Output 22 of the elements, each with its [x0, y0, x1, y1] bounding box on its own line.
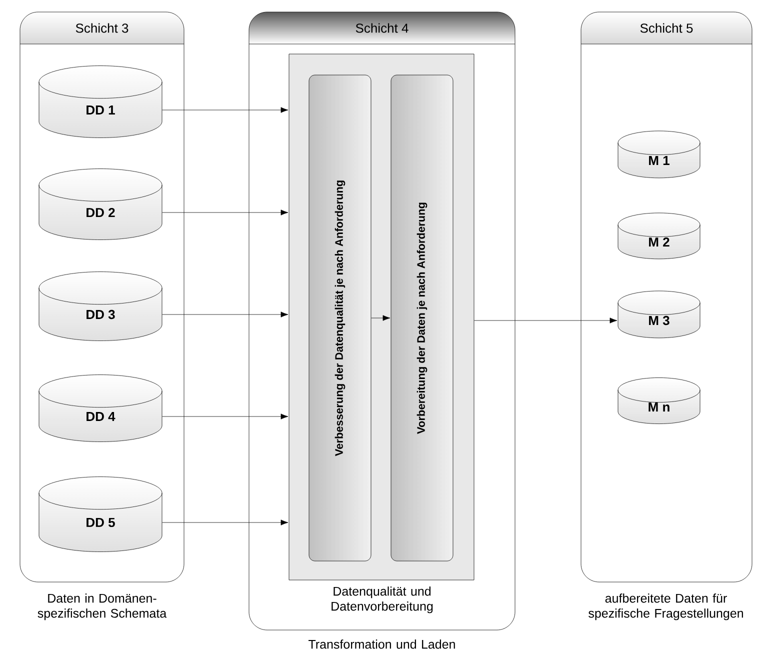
arrow: [474, 318, 618, 324]
database-cylinder: DD 2: [38, 168, 162, 240]
database-cylinder: DD 3: [38, 272, 162, 341]
arrow: [162, 107, 288, 113]
database-cylinder: DD 5: [38, 476, 162, 552]
database-cylinder: DD 4: [38, 374, 162, 442]
node-label: aufbereitete Daten für spezifische Fragestellungen: [588, 594, 743, 620]
arrow: [162, 520, 288, 526]
database-cylinder: DD 1: [38, 66, 162, 138]
arrow: [162, 210, 288, 216]
arrow: [162, 414, 288, 420]
process-bar: Vorbereitung der Daten je nach Anforderung: [390, 74, 454, 562]
database-cylinder: M n: [618, 378, 700, 424]
node-label: Transformation und Laden: [308, 640, 455, 649]
arrow: [371, 315, 390, 321]
process-bar: Verbesserung der Datenqualität je nach Anforderung: [308, 74, 372, 562]
database-cylinder: M 2: [618, 212, 700, 260]
database-cylinder: M 3: [618, 290, 700, 338]
database-cylinder: M 1: [618, 130, 700, 178]
node-label: Daten in Domänen- spezifischen Schemata: [38, 594, 167, 620]
arrow: [162, 312, 288, 318]
node-label: Datenqualität und Datenvorbereitung: [332, 586, 433, 614]
